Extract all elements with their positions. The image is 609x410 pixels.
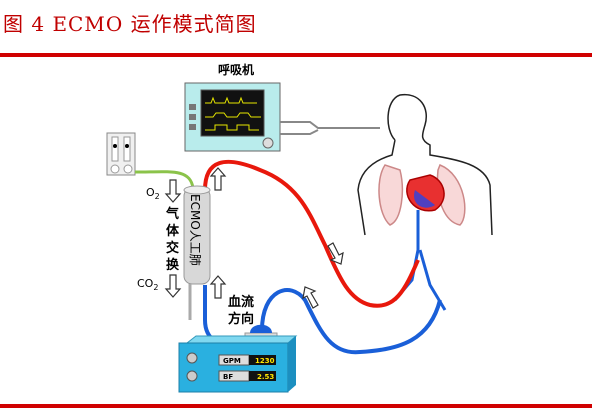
figure-title: 图 4 ECMO 运作模式简图 xyxy=(3,12,257,36)
bf-label: BF xyxy=(223,373,233,381)
svg-text:体: 体 xyxy=(166,223,180,239)
svg-text:气: 气 xyxy=(166,206,179,222)
top-divider xyxy=(0,53,592,57)
oxygenator xyxy=(183,185,211,320)
co2-out-arrow xyxy=(164,274,182,298)
bottom-divider xyxy=(0,404,592,408)
gpm-label: GPM xyxy=(223,357,241,365)
co2-label: CO2 xyxy=(137,277,158,292)
gas-flowmeter xyxy=(106,132,136,176)
arterial-line xyxy=(203,159,420,308)
ventilator-label: 呼吸机 xyxy=(218,62,254,77)
gas-exchange-label: 气 体 交 换 xyxy=(166,206,180,273)
svg-text:交: 交 xyxy=(166,240,179,256)
o2-label: O2 xyxy=(146,186,160,201)
svg-text:换: 换 xyxy=(166,257,180,273)
blood-flow-label-1: 血流 xyxy=(228,294,254,310)
o2-in-arrow xyxy=(164,179,182,203)
ecmo-pump xyxy=(178,324,298,393)
ventilator xyxy=(184,82,380,152)
venous-flow-arrow xyxy=(302,286,319,309)
venous-return-line xyxy=(260,288,442,355)
flow-arrows xyxy=(164,167,344,309)
oxygenator-label: ECMO人工肺 xyxy=(188,194,202,266)
blood-up-arrow-top xyxy=(209,167,227,191)
gpm-value: 1230 xyxy=(255,357,275,365)
bf-value: 2.53 xyxy=(257,373,274,381)
blood-up-arrow-bottom xyxy=(209,275,227,299)
gas-line xyxy=(134,170,195,189)
arterial-flow-arrow xyxy=(327,242,344,265)
blood-flow-label-2: 方向 xyxy=(228,311,254,327)
patient-figure xyxy=(357,93,493,236)
